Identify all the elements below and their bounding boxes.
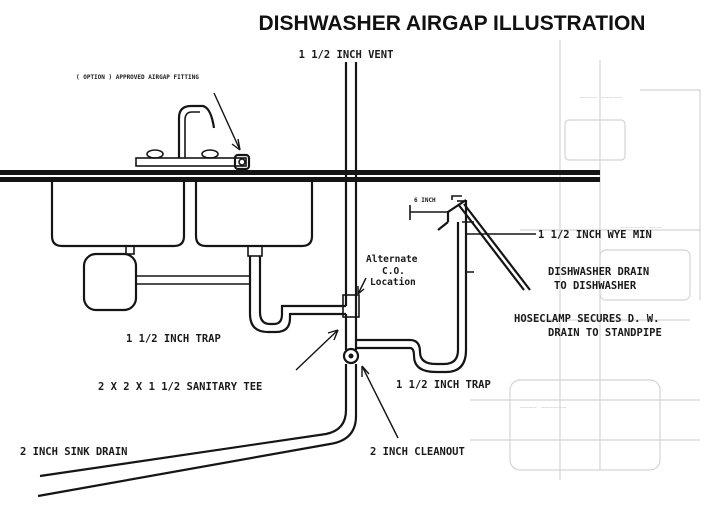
alternate-co-label-line1: Alternate	[366, 254, 418, 265]
faucet	[135, 104, 247, 167]
double-bowl-sink	[50, 182, 314, 257]
cleanout-plug	[342, 347, 360, 365]
background-ghost-drawing: ~~~~ ~~~~~ ~~~~~~ ~~~ ~~~~ ~~~~~~	[470, 40, 701, 480]
svg-text:~~~~~~ ~~~: ~~~~~~ ~~~	[620, 224, 662, 232]
right-trap	[409, 200, 474, 374]
sanitary-tee-label: 2 X 2 X 1 1/2 SANITARY TEE	[98, 381, 262, 393]
dw-drain-label-line1: DISHWASHER DRAIN	[548, 266, 649, 278]
hoseclamp-label-line1: HOSECLAMP SECURES D. W.	[514, 313, 659, 325]
svg-text:~~~~ ~~~~~: ~~~~ ~~~~~	[580, 94, 622, 102]
sink-drain-label: 2 INCH SINK DRAIN	[20, 446, 127, 458]
standpipe-wye	[409, 195, 467, 231]
vent-stack	[344, 62, 358, 306]
alternate-co-label-line2: C.O.	[382, 266, 405, 277]
diagram-title: DISHWASHER AIRGAP ILLUSTRATION	[259, 12, 646, 35]
vent-label: 1 1/2 INCH VENT	[299, 49, 394, 61]
airgap-fitting-label: ( OPTION ) APPROVED AIRGAP FITTING	[76, 74, 199, 81]
alternate-co-label-line3: Location	[370, 277, 416, 288]
svg-text:~~~~ ~~~~~~: ~~~~ ~~~~~~	[520, 404, 566, 412]
right-trap-label: 1 1/2 INCH TRAP	[396, 379, 491, 391]
hoseclamp-label-line2: DRAIN TO STANDPIPE	[548, 327, 662, 339]
airgap-fitting	[233, 153, 251, 171]
countertop	[0, 170, 600, 182]
cleanout-label: 2 INCH CLEANOUT	[370, 446, 465, 458]
dishwasher-drain-hose	[457, 200, 531, 291]
dim-6-inch-label: 6 INCH	[414, 197, 436, 204]
dw-drain-label-line2: TO DISHWASHER	[554, 280, 637, 292]
sanitary-tee-arrow	[295, 329, 339, 371]
alternate-co-arrow	[357, 277, 367, 295]
airgap-fitting-arrow	[213, 92, 241, 151]
sanitary-tee	[342, 294, 410, 350]
cleanout-arrow	[361, 365, 399, 439]
left-trap	[248, 256, 346, 334]
garbage-disposal	[82, 252, 250, 312]
wye-label: 1 1/2 INCH WYE MIN	[538, 229, 652, 241]
left-trap-label: 1 1/2 INCH TRAP	[126, 333, 221, 345]
sink-drain-pipe	[37, 364, 358, 498]
